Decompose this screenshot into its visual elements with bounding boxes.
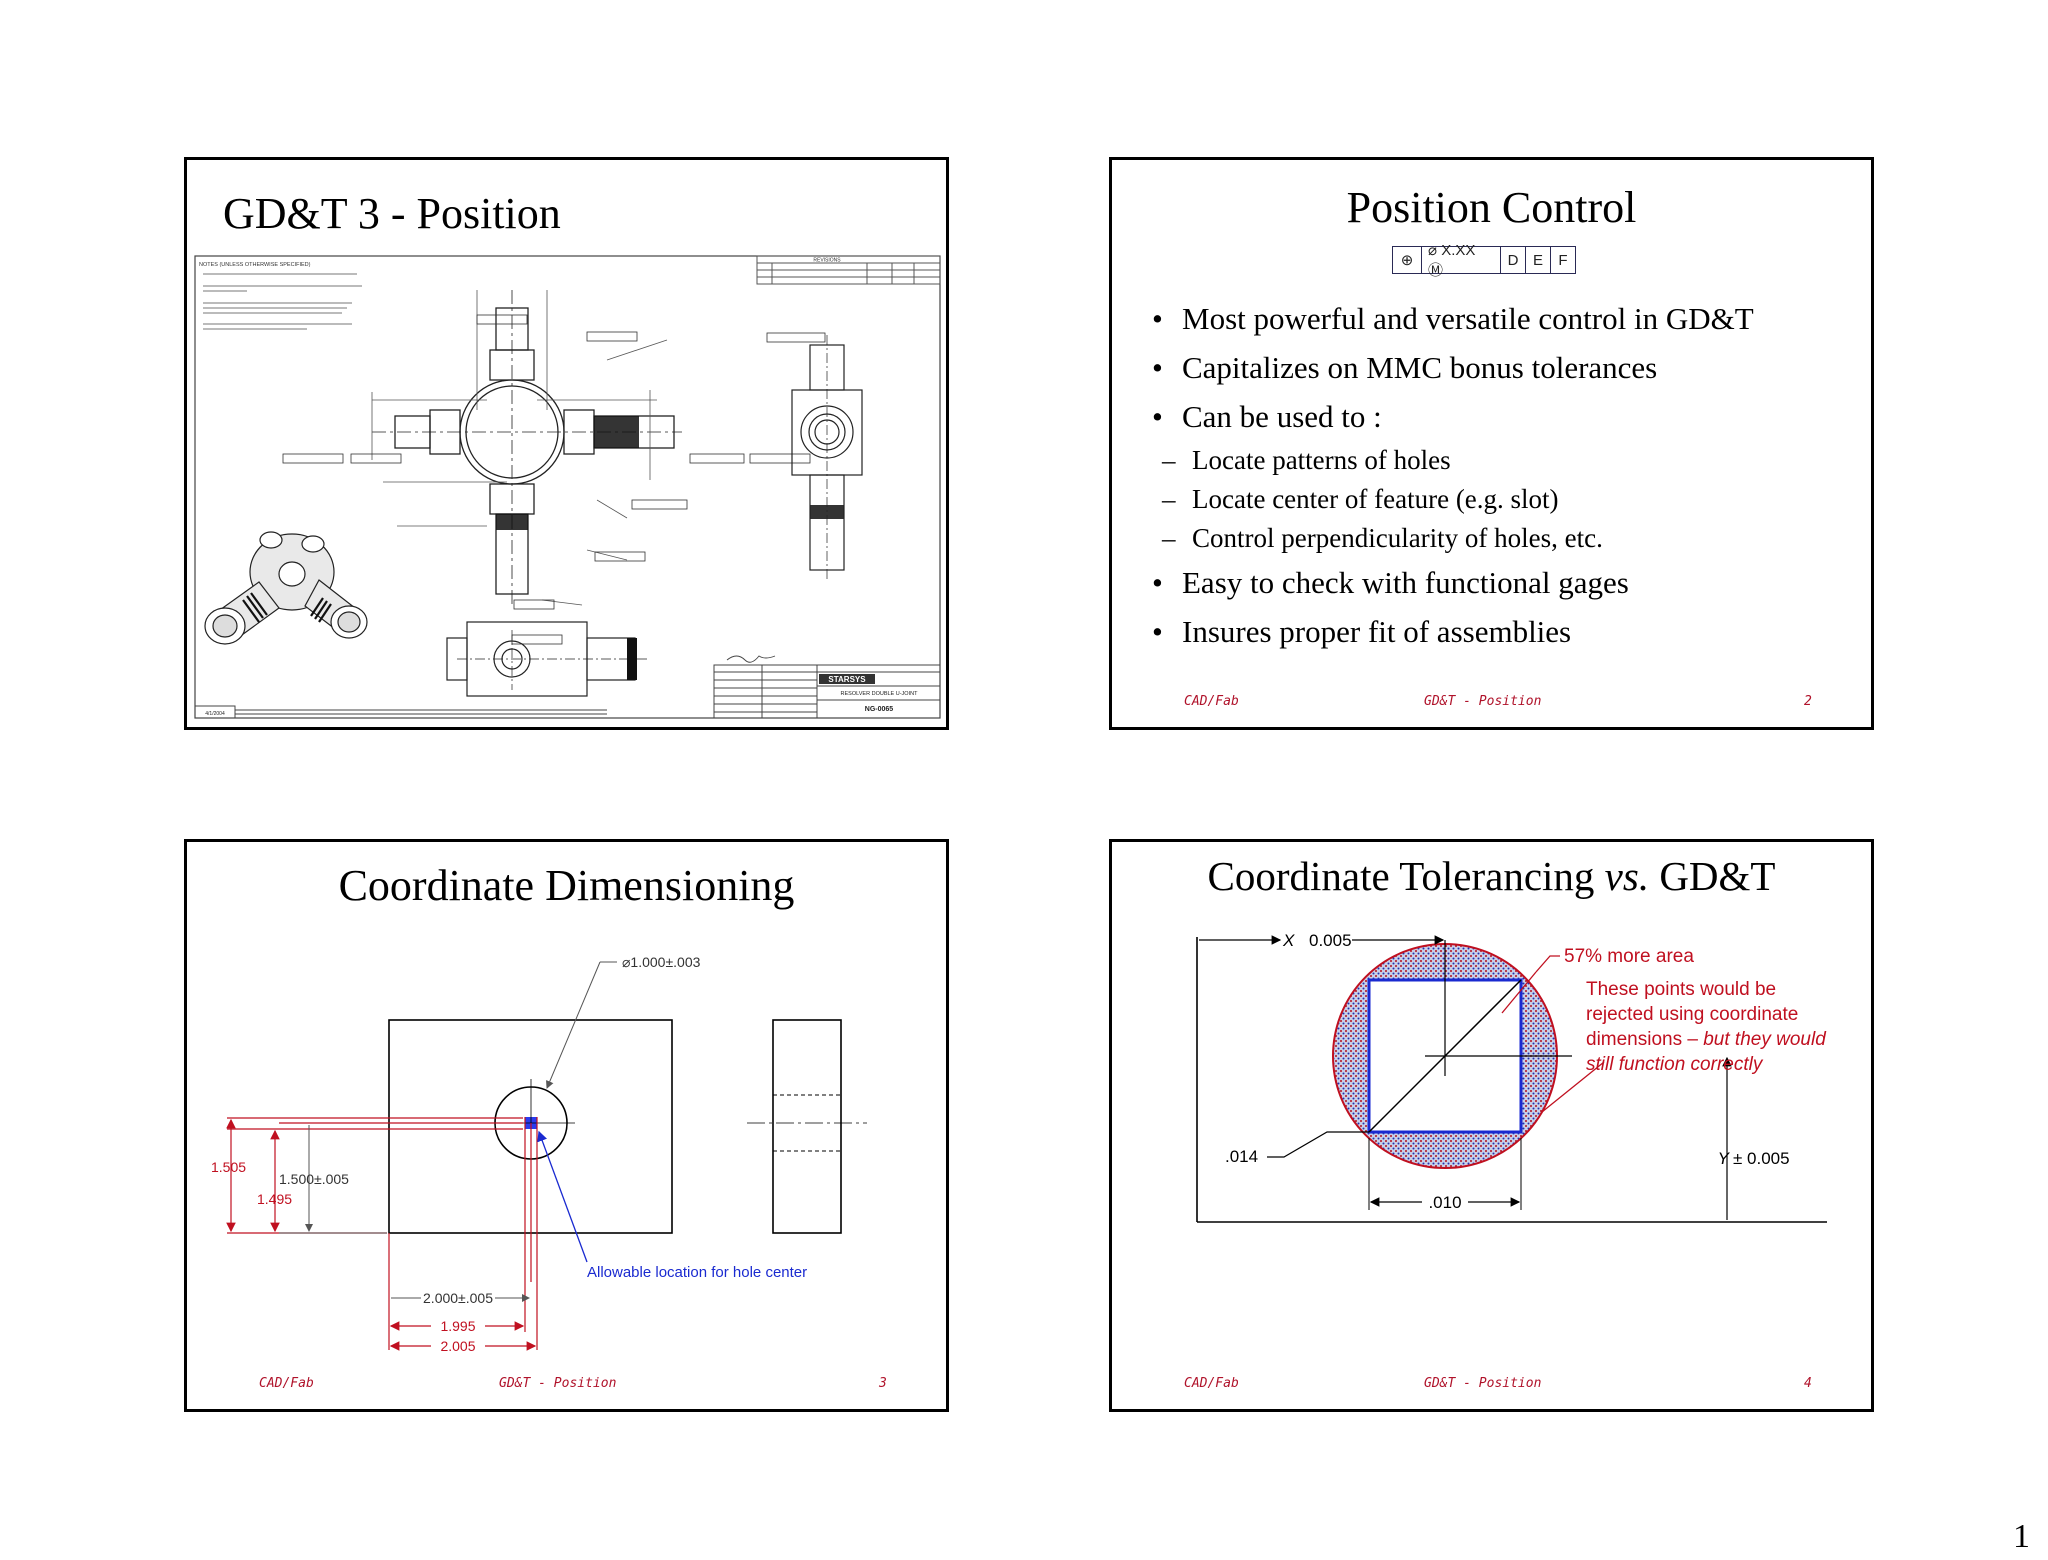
- diagonal-label: .014: [1225, 1147, 1258, 1166]
- slide-1-title: GD&T 3 - Position: [223, 189, 561, 238]
- feature-control-frame: ⊕ ⌀ X.XX Ⓜ D E F: [1392, 242, 1576, 279]
- footer-center: GD&T - Position: [1424, 1376, 1542, 1391]
- diameter-label: ⌀1.000±.003: [622, 954, 701, 970]
- datum-e-cell: E: [1526, 247, 1551, 273]
- footer-page: 2: [1804, 694, 1812, 709]
- slide-4: Coordinate Tolerancing vs. GD&T X 0.005: [1109, 839, 1874, 1412]
- x-nominal-label: 2.000±.005: [423, 1290, 493, 1306]
- x-tol-label: 0.005: [1309, 931, 1352, 950]
- bullet-list: •Most powerful and versatile control in …: [1152, 294, 1852, 656]
- coordinate-dimension-diagram: ⌀1.000±.003 1.505 1.500±.005 1.495 2.000…: [211, 954, 867, 1354]
- sub-bullet-group: –Locate patterns of holes –Locate center…: [1152, 441, 1852, 558]
- footer-page: 4: [1804, 1376, 1812, 1391]
- bullet-item: •Can be used to :: [1152, 399, 1382, 434]
- y-tol-label: ± 0.005: [1733, 1149, 1790, 1168]
- slide-3: Coordinate Dimensioning ⌀1.000±.003: [184, 839, 949, 1412]
- engineering-drawing: NOTES (UNLESS OTHERWISE SPECIFIED) REVIS…: [194, 255, 941, 719]
- notes-header: NOTES (UNLESS OTHERWISE SPECIFIED): [199, 262, 311, 268]
- footer-page: 3: [879, 1376, 887, 1391]
- footer-left: CAD/Fab: [1184, 694, 1239, 709]
- sub-bullet-item: –Control perpendicularity of holes, etc.: [1162, 523, 1603, 553]
- footer-left: CAD/Fab: [259, 1376, 314, 1391]
- sub-bullet-item: –Locate patterns of holes: [1162, 445, 1451, 475]
- note-line-3: dimensions – but they would: [1586, 1029, 1827, 1050]
- note-line-4: still function correctly: [1586, 1054, 1764, 1075]
- y-max-label: 1.505: [211, 1159, 246, 1175]
- slide-2-title: Position Control: [1346, 183, 1637, 232]
- y-axis-label: Y: [1718, 1149, 1731, 1168]
- x-min-label: 1.995: [440, 1318, 475, 1334]
- datum-d-cell: D: [1501, 247, 1526, 273]
- note-line-2: rejected using coordinate: [1586, 1004, 1798, 1025]
- more-area-label: 57% more area: [1564, 946, 1694, 967]
- y-nominal-label: 1.500±.005: [279, 1171, 349, 1187]
- position-symbol-icon: ⊕: [1393, 247, 1422, 273]
- note-line-1: These points would be: [1586, 979, 1776, 1000]
- datum-f-cell: F: [1558, 251, 1568, 269]
- bullet-item: •Most powerful and versatile control in …: [1152, 301, 1754, 336]
- drawing-date: 4/1/2004: [205, 711, 225, 717]
- slide-3-title: Coordinate Dimensioning: [338, 861, 795, 910]
- bullet-item: •Insures proper fit of assemblies: [1152, 614, 1572, 649]
- x-max-label: 2.005: [440, 1338, 475, 1354]
- x-axis-label: X: [1282, 931, 1295, 950]
- footer-left: CAD/Fab: [1184, 1376, 1239, 1391]
- slide-4-title: Coordinate Tolerancing vs. GD&T: [1207, 853, 1776, 899]
- width-label: .010: [1428, 1193, 1461, 1212]
- slide-1: GD&T 3 - Position NOTES (UNLESS OTHERWIS…: [184, 157, 949, 730]
- slide-2: Position Control ⊕ ⌀ X.XX Ⓜ D E F •Most …: [1109, 157, 1874, 730]
- part-number: NG-0065: [865, 706, 894, 713]
- footer-center: GD&T - Position: [1424, 694, 1542, 709]
- revisions-header: REVISIONS: [813, 258, 841, 264]
- sub-bullet-item: –Locate center of feature (e.g. slot): [1162, 484, 1559, 514]
- handout-page-number: 1: [2013, 1518, 2030, 1555]
- footer-center: GD&T - Position: [499, 1376, 617, 1391]
- title-block-name: RESOLVER DOUBLE U-JOINT: [841, 691, 919, 697]
- tolerance-cell: ⌀ X.XX Ⓜ: [1422, 242, 1501, 279]
- company-logo: STARSYS: [828, 675, 866, 684]
- tolerance-zone-diagram: X 0.005 Y ± 0.005 .014 .010 57% more are…: [1196, 931, 1827, 1223]
- y-min-label: 1.495: [257, 1191, 292, 1207]
- bullet-item: •Capitalizes on MMC bonus tolerances: [1152, 350, 1658, 385]
- bullet-item: •Easy to check with functional gages: [1152, 565, 1629, 600]
- hole-center-note: Allowable location for hole center: [587, 1264, 807, 1281]
